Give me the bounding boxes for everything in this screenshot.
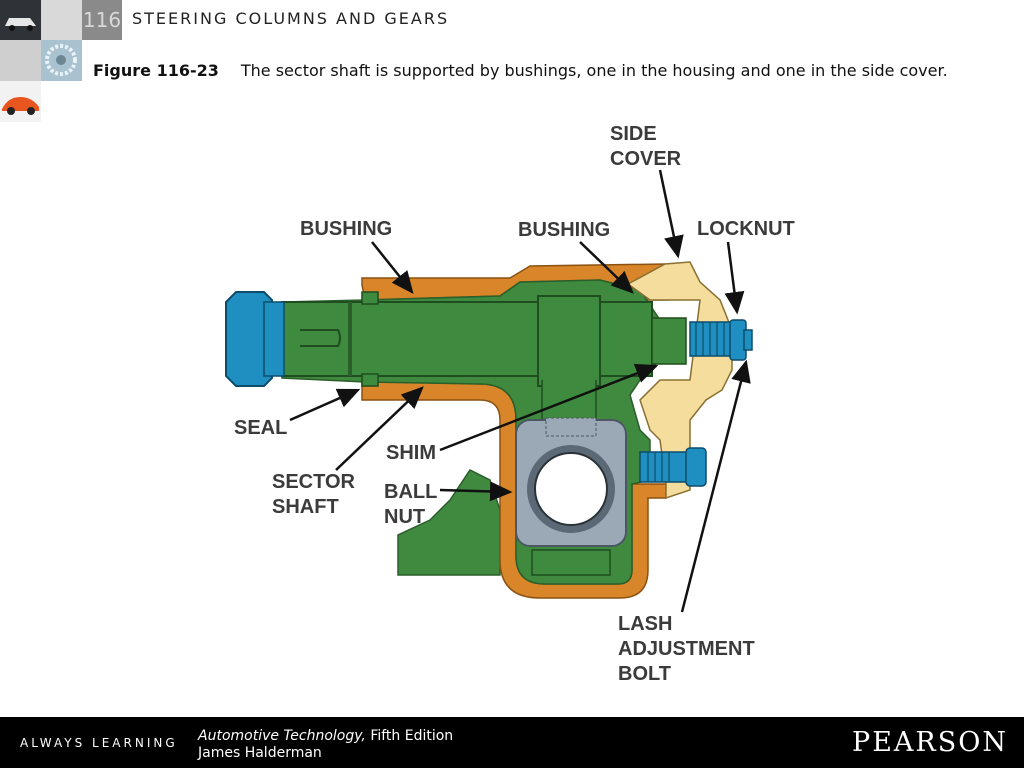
footer-tagline: ALWAYS LEARNING: [20, 736, 178, 750]
label-shim: SHIM: [386, 442, 436, 464]
cover-bolt-thread: [639, 451, 689, 483]
sports-car-thumbnail: [0, 81, 41, 122]
caption-text: The sector shaft is supported by bushing…: [240, 61, 948, 80]
adjuster-bolt-thread: [689, 321, 733, 357]
car-thumbnail: [0, 0, 41, 40]
arrow-bushing-right: [579, 241, 634, 294]
figure-caption: Figure 116-23 The sector shaft is support…: [93, 60, 993, 81]
arrow-ball-nut: [439, 481, 513, 502]
book-title: Automotive Technology,: [198, 728, 366, 744]
shaft-keyway: [300, 329, 341, 347]
chapter-title: STEERING COLUMNS AND GEARS: [132, 9, 450, 28]
label-ball-1: BALL: [384, 481, 437, 503]
publisher-logo: PEARSON: [852, 727, 1008, 758]
shaft-end-nut: [225, 291, 273, 387]
label-lash-2: ADJUSTMENT: [618, 638, 755, 660]
label-bushing-left: BUSHING: [300, 218, 392, 240]
shaft-collar: [537, 295, 601, 387]
seal-ring-top: [361, 291, 379, 305]
thumbnail-strip: [0, 0, 82, 122]
cover-bolt-threads: [647, 452, 670, 482]
label-sector-2: SHAFT: [272, 496, 339, 518]
book-credit: Automotive Technology, Fifth Edition Jam…: [198, 728, 453, 762]
arrow-sector-shaft: [335, 386, 424, 471]
leader-arrows: [289, 169, 751, 613]
book-author: James Halderman: [198, 745, 322, 761]
turbine-icon: [41, 40, 82, 81]
shaft-step: [348, 302, 352, 376]
cover-bolt-head: [685, 447, 707, 487]
seal-ring-bottom: [361, 373, 379, 387]
label-side-cover-2: COVER: [610, 148, 682, 170]
arrow-locknut: [724, 241, 745, 315]
ball-nut-bore: [534, 452, 608, 526]
label-ball-2: NUT: [384, 506, 425, 528]
footer-bar: ALWAYS LEARNING Automotive Technology, F…: [0, 717, 1024, 768]
ball-nut-base: [531, 549, 611, 576]
label-lash-3: BOLT: [618, 663, 671, 685]
label-seal: SEAL: [234, 417, 287, 439]
arrow-lash-bolt: [680, 359, 751, 613]
ball-nut-teeth: [545, 417, 597, 437]
steering-gear-diagram: SIDE COVER BUSHING BUSHING LOCKNUT SEAL …: [225, 123, 795, 685]
gear-thumbnail: [41, 0, 82, 40]
side-cover: [626, 261, 733, 500]
label-sector-1: SECTOR: [272, 471, 356, 493]
label-lash-1: LASH: [618, 613, 672, 635]
arrow-bushing-left: [371, 241, 414, 294]
label-locknut: LOCKNUT: [697, 218, 795, 240]
thread-lines: [695, 322, 725, 356]
label-side-cover-1: SIDE: [610, 123, 657, 145]
sports-car-icon: [2, 97, 39, 115]
blank-thumbnail: [0, 40, 41, 81]
figure-label: Figure 116-23: [93, 61, 219, 80]
shim-block: [651, 317, 687, 365]
arrow-shim: [439, 363, 659, 452]
gear-housing-body: [397, 469, 501, 576]
chapter-number: 116: [82, 0, 122, 40]
label-bushing-right: BUSHING: [518, 219, 610, 241]
book-edition: Fifth Edition: [365, 728, 454, 744]
adjuster-tip: [743, 329, 753, 351]
arrow-seal: [289, 388, 361, 422]
car-icon: [0, 0, 41, 40]
arrow-side-cover: [658, 169, 684, 259]
turbine-thumbnail: [41, 40, 82, 81]
shaft-end-washer: [263, 301, 285, 377]
